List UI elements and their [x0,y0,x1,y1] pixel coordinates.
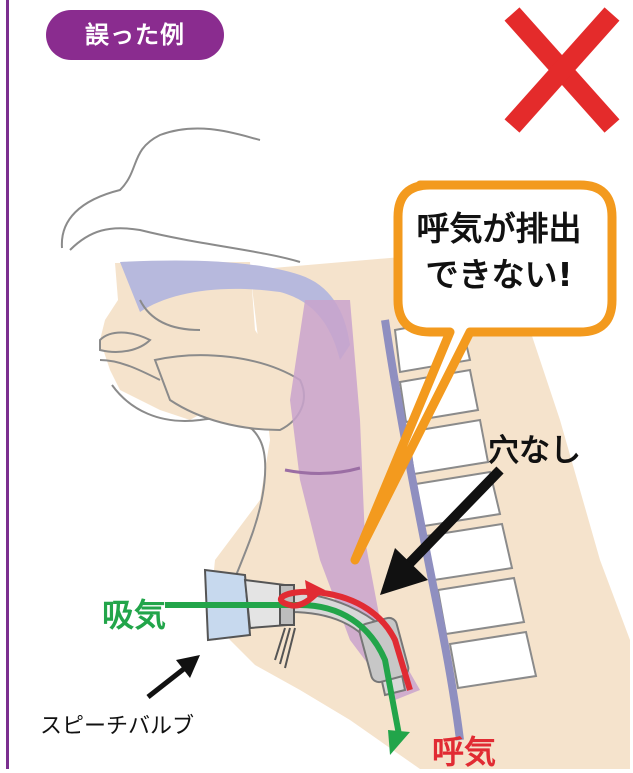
head-outline [62,129,260,248]
arrow-speech-valve [148,655,200,697]
no-hole-label: 穴なし [488,425,581,470]
bubble-line-1: 呼気が排出 [404,206,594,252]
bubble-line-2: できない! [404,252,594,298]
cross-icon [512,14,612,126]
bubble-text: 呼気が排出 できない! [404,206,594,298]
exhale-label: 呼気 [432,727,496,773]
speech-valve-label: スピーチバルブ [40,708,194,740]
inhale-label: 吸気 [102,590,166,636]
